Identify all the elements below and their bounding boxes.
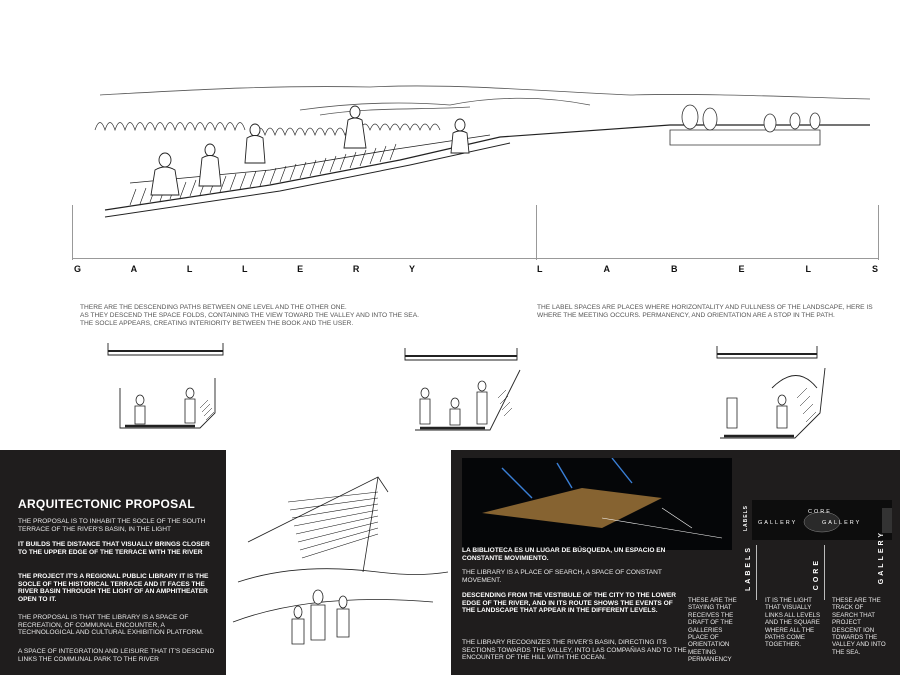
library-paragraph: THE LIBRARY RECOGNIZES THE RIVER'S BASIN… <box>462 639 687 662</box>
library-paragraph: DESCENDING FROM THE VESTIBULE OF THE CIT… <box>462 592 677 615</box>
proposal-paragraph: IT BUILDS THE DISTANCE THAT VISUALLY BRI… <box>18 541 210 556</box>
heading-letter: L <box>805 264 811 274</box>
labels-heading: L A B E L S <box>537 264 878 274</box>
heading-letter: A <box>603 264 610 274</box>
column-head-core: CORE <box>813 558 820 591</box>
proposal-paragraph: THE PROJECT IT'S A REGIONAL PUBLIC LIBRA… <box>18 573 209 603</box>
perspective-sketch <box>232 476 449 645</box>
heading-letter: L <box>241 264 248 274</box>
core-gallery-strip <box>752 500 892 540</box>
gallery-column-text: THESE ARE THE TRACK OF SEARCH THAT PROJE… <box>832 597 886 656</box>
description-line: AS THEY DESCEND THE SPACE FOLDS, CONTAIN… <box>80 312 419 319</box>
strip-gallery-label: GALLERY <box>758 520 798 526</box>
divider-line <box>536 205 537 260</box>
library-paragraph: THE LIBRARY IS A PLACE OF SEARCH, A SPAC… <box>462 569 662 584</box>
description-line: THERE ARE THE DESCENDING PATHS BETWEEN O… <box>80 304 347 311</box>
heading-letter: B <box>670 264 678 274</box>
divider-line <box>756 545 757 600</box>
section-sketch-3 <box>716 346 826 439</box>
heading-letter: L <box>537 264 543 274</box>
heading-letter: E <box>738 264 745 274</box>
proposal-paragraph: A SPACE OF INTEGRATION AND LEISURE THAT … <box>18 648 215 663</box>
strip-gallery-label: GALLERY <box>822 520 862 526</box>
core-column-text: IT IS THE LIGHT THAT VISUALLY LINKS ALL … <box>765 597 821 649</box>
gallery-heading: G A L L E R Y <box>74 264 415 274</box>
section-sketch-2 <box>404 348 521 431</box>
labels-description: THE LABEL SPACES ARE PLACES WHERE HORIZO… <box>537 304 873 319</box>
proposal-paragraph: THE PROPOSAL IS TO INHABIT THE SOCLE OF … <box>18 518 206 533</box>
night-render-image <box>462 458 732 550</box>
divider-line <box>824 545 825 600</box>
heading-letter: L <box>186 264 193 274</box>
heading-letter: Y <box>408 264 415 274</box>
description-line: THE SOCLE APPEARS, CREATING INTERIORITY … <box>80 320 354 327</box>
divider-line <box>878 205 879 260</box>
divider-line <box>72 258 878 259</box>
panorama-section-sketch <box>94 85 871 218</box>
gallery-description: THERE ARE THE DESCENDING PATHS BETWEEN O… <box>80 304 425 328</box>
proposal-title: ARQUITECTONIC PROPOSAL <box>18 497 196 511</box>
heading-letter: E <box>297 264 304 274</box>
proposal-panel <box>0 450 226 675</box>
strip-labels-label: LABELS <box>743 505 749 531</box>
strip-core-label: CORE <box>808 509 832 515</box>
column-head-labels: LABELS <box>745 545 752 591</box>
heading-letter: G <box>74 264 82 274</box>
spanish-statement: LA BIBLIOTECA ES UN LUGAR DE BÚSQUEDA, U… <box>462 547 666 562</box>
section-sketch-1 <box>107 343 224 429</box>
column-head-gallery: GALLERY <box>878 530 885 585</box>
labels-column-text: THESE ARE THE STAYING THAT RECEIVES THE … <box>688 597 737 664</box>
heading-letter: A <box>130 264 138 274</box>
heading-letter: S <box>871 264 878 274</box>
divider-line <box>72 205 73 260</box>
heading-letter: R <box>352 264 360 274</box>
proposal-paragraph: THE PROPOSAL IS THAT THE LIBRARY IS A SP… <box>18 614 204 637</box>
